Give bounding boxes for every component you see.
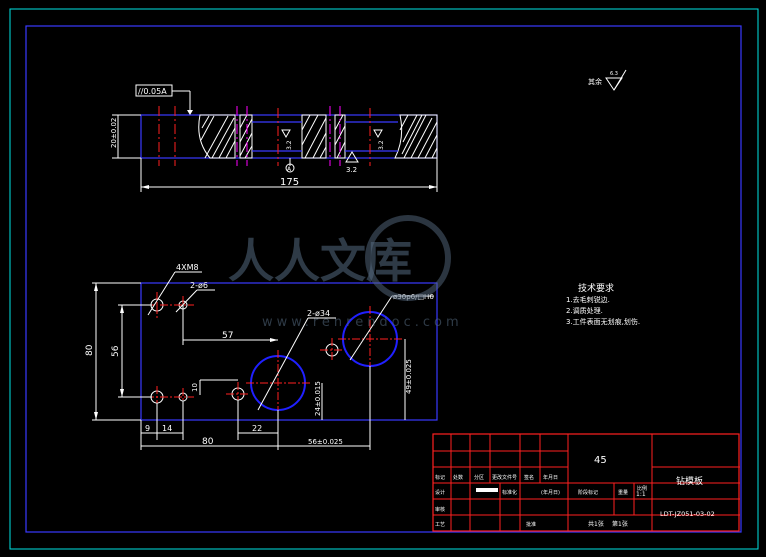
watermark-logo-text: 人人文库 [228,234,412,288]
row-label-count: 处数 [453,474,463,481]
dim-80-bottom: 80 [202,437,214,447]
row-label-change: 更改文件号 [492,474,517,481]
tech-req-title: 技术要求 [578,282,614,294]
roughness-2: 3.2 [378,140,385,150]
tech-req-item-3: 3.工件表面无划痕,划伤. [566,317,640,326]
front-view-outline [140,282,438,421]
design-signature [476,488,498,492]
datum-a-marker [285,163,295,173]
dim-56-025: 56±0.025 [308,438,343,446]
watermark-url: www.renrendoc.com [262,315,463,330]
stage-mark-label: 阶段标记 [578,489,598,496]
row-label-zone: 分区 [474,474,484,481]
height-dim: 20±0.02 [110,118,118,148]
roughness-note-label: 其余 [588,77,602,86]
dim-80-left: 80 [85,344,95,356]
roughness-3: 3.2 [346,166,357,174]
dim-24-015: 24±0.015 [314,381,322,416]
outer-border [9,8,759,550]
roughness-note-value: 6.3 [610,71,618,77]
top-view: 3.2 3.2 3.2 A //0.05A 20±0.02 175 [110,84,438,192]
hole-4xm8-label: 4XM8 [176,263,199,272]
material: 45 [594,455,607,466]
roughness-note: 其余 6.3 [588,69,627,91]
tech-requirements: 技术要求 1.去毛刺锐边. 2.调质处理. 3.工件表面无划痕,划伤. [566,282,640,326]
process-label: 工艺 [435,522,445,528]
tech-req-item-2: 2.调质处理. [566,306,603,315]
dim-56-left: 56 [111,345,121,357]
year-md-label: (年月日) [541,489,560,496]
standard-label: 标准化 [502,489,517,496]
dim-10: 10 [191,383,199,392]
roughness-1: 3.2 [286,140,293,150]
hole-2d6-label: 2-ø6 [190,281,208,290]
scale-label: 比例 [637,485,647,492]
approve-label: 批准 [526,521,536,528]
inner-border [25,25,742,533]
tech-req-item-1: 1.去毛刺锐边. [566,295,610,304]
watermark-logo-icon [365,215,451,301]
watermark: 人人文库 www.renrendoc.com [228,215,463,330]
part-name: 钻模板 [676,475,703,487]
hole-2d34-label: 2-ø34 [307,309,330,318]
dim-22: 22 [252,424,262,433]
row-label-date: 年月日 [543,474,558,481]
section-hatching [198,114,438,159]
row-label-sign: 签名 [524,474,534,481]
dim-14: 14 [162,424,172,433]
weight-label: 重量 [618,489,628,496]
row-label-mark: 标记 [435,474,445,481]
dim-49-025: 49±0.025 [405,359,413,394]
review-label: 审核 [435,506,445,513]
title-block: 45 钻模板 LDT-JZ051-03-02 1:1 共1张 第1张 标记 处数… [432,433,740,532]
dim-57: 57 [222,331,233,341]
tolerance-frame-text: //0.05A [138,87,167,96]
scale-value: 1:1 [636,491,646,498]
width-dim: 175 [280,177,299,188]
sheet-total: 共1张 [588,520,604,528]
drawing-number: LDT-JZ051-03-02 [660,510,715,518]
datum-label: A [287,166,292,173]
design-label: 设计 [435,489,445,496]
dim-9: 9 [145,424,150,433]
sheet-no: 第1张 [612,520,628,528]
